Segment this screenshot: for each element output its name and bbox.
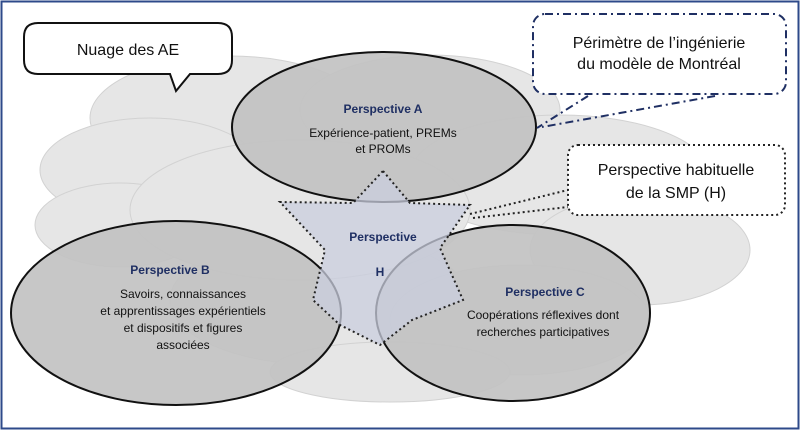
perspective-c-line-2: recherches participatives — [477, 325, 610, 339]
cloud-label-callout — [23, 22, 233, 94]
scope-line-1: Périmètre de l’ingénierie — [573, 35, 746, 52]
usual-line-1: Perspective habituelle — [598, 162, 755, 179]
usual-line-2: de la SMP (H) — [626, 185, 726, 202]
perspective-a-line-1: Expérience-patient, PREMs — [309, 126, 456, 140]
perspective-b-title: Perspective B — [130, 263, 210, 277]
perspective-h-star — [277, 169, 472, 347]
perspective-c-line-1: Coopérations réflexives dont — [467, 308, 620, 322]
perspective-h-letter: H — [376, 265, 385, 279]
perspective-b-line-4: associées — [156, 338, 209, 352]
usual-perspective-callout — [567, 144, 786, 216]
perspective-c-title: Perspective C — [505, 285, 585, 299]
perspective-b-line-1: Savoirs, connaissances — [120, 287, 246, 301]
perspective-h-title: Perspective — [349, 230, 417, 244]
perspective-a-line-2: et PROMs — [355, 142, 410, 156]
perspective-b-line-3: et dispositifs et figures — [124, 321, 243, 335]
usual-leader-2 — [472, 206, 569, 219]
scope-callout — [532, 13, 787, 95]
scope-line-2: du modèle de Montréal — [577, 56, 741, 73]
perspective-b-line-2: et apprentissages expérientiels — [100, 304, 265, 318]
usual-leader-1 — [469, 189, 569, 215]
perspective-a-title: Perspective A — [344, 102, 423, 116]
cloud-label-text: Nuage des AE — [77, 42, 179, 59]
scope-leader-2 — [541, 95, 716, 128]
scope-leader-1 — [536, 95, 589, 129]
